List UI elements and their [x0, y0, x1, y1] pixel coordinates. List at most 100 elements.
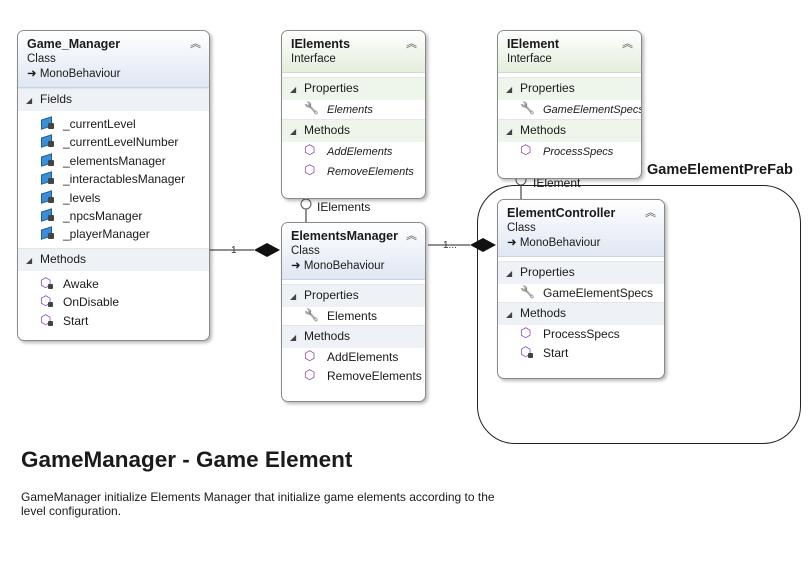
method-item[interactable]: AddElements — [282, 141, 425, 161]
property-item[interactable]: GameElementSpecs — [498, 283, 664, 302]
diagram-heading: GameManager - Game Element — [21, 447, 353, 472]
methods-section-header[interactable]: ◢ Methods — [498, 119, 641, 143]
collapse-triangle-icon[interactable]: ◢ — [506, 269, 513, 278]
section-label: Properties — [304, 288, 359, 302]
double-chevron-up-icon[interactable]: ︽ — [645, 207, 656, 219]
section-label: Fields — [40, 92, 73, 106]
method-item[interactable]: ProcessSpecs — [498, 324, 664, 343]
prefab-container-label: GameElementPreFab — [647, 162, 793, 178]
em-ec-multiplicity: 1... — [443, 240, 457, 251]
property-item[interactable]: Elements — [282, 306, 425, 325]
interface-kind: Interface — [507, 53, 552, 65]
interface-title: IElements — [291, 37, 351, 51]
method-item[interactable]: AddElements — [282, 347, 425, 366]
method-name: AddElements — [327, 350, 399, 365]
collapse-triangle-icon[interactable]: ◢ — [26, 255, 33, 265]
method-icon — [40, 274, 54, 292]
section-label: Methods — [520, 123, 567, 138]
collapse-triangle-icon[interactable]: ◢ — [26, 96, 33, 105]
property-wrench-icon — [304, 99, 319, 117]
section-label: Methods — [40, 251, 87, 266]
method-icon — [40, 292, 54, 311]
ielements-lollipop-circle — [300, 198, 312, 210]
class-header: ElementsManager Class ➜ MonoBehaviour ︽ — [282, 223, 425, 280]
field-item[interactable]: _currentLevelNumber — [18, 133, 209, 151]
field-name: _playerManager — [63, 227, 150, 242]
collapse-triangle-icon[interactable]: ◢ — [290, 292, 297, 301]
methods-section-header[interactable]: ◢ Methods — [18, 247, 209, 271]
method-name: Awake — [63, 276, 99, 291]
field-icon — [40, 172, 54, 185]
class-kind: Class — [507, 222, 536, 234]
collapse-triangle-icon[interactable]: ◢ — [506, 310, 513, 320]
collapse-triangle-icon[interactable]: ◢ — [290, 85, 297, 94]
ielement-interface-box[interactable]: IElement Interface ︽ ◢Properties GameEle… — [497, 30, 642, 179]
method-item[interactable]: Awake — [18, 274, 209, 293]
inheritance-arrow-icon: ➜ — [507, 237, 517, 249]
method-item[interactable]: Start — [18, 311, 209, 330]
method-name: ProcessSpecs — [543, 327, 620, 342]
field-item[interactable]: _currentLevel — [18, 115, 209, 133]
inheritance-arrow-icon: ➜ — [27, 68, 37, 80]
properties-section-header[interactable]: ◢ Properties — [282, 284, 425, 307]
game-manager-class-box[interactable]: Game_Manager Class ➜ MonoBehaviour ︽ ◢ Fi… — [17, 30, 210, 341]
double-chevron-up-icon[interactable]: ︽ — [190, 38, 201, 50]
field-item[interactable]: _playerManager — [18, 225, 209, 243]
method-name: OnDisable — [63, 295, 120, 310]
method-icon — [40, 311, 54, 329]
properties-section-header[interactable]: ◢ Properties — [498, 261, 664, 284]
collapse-triangle-icon[interactable]: ◢ — [506, 85, 513, 94]
field-icon — [40, 227, 54, 240]
element-controller-class-box[interactable]: ElementController Class ➜ MonoBehaviour … — [497, 199, 665, 379]
field-item[interactable]: _levels — [18, 189, 209, 207]
method-item[interactable]: Start — [498, 343, 664, 362]
interface-header: IElements Interface ︽ — [282, 31, 425, 73]
section-label: Methods — [304, 123, 351, 138]
field-item[interactable]: _npcsManager — [18, 207, 209, 225]
method-icon — [520, 141, 534, 159]
field-item[interactable]: _elementsManager — [18, 152, 209, 170]
class-header: Game_Manager Class ➜ MonoBehaviour ︽ — [18, 31, 209, 88]
field-name: _npcsManager — [63, 209, 143, 224]
base-class-name: MonoBehaviour — [519, 237, 601, 249]
section-label: Methods — [304, 329, 351, 344]
method-item[interactable]: ProcessSpecs — [498, 141, 641, 161]
field-item[interactable]: _interactablesManager — [18, 170, 209, 188]
method-name: Start — [63, 313, 89, 328]
property-name: Elements — [327, 309, 378, 323]
collapse-triangle-icon[interactable]: ◢ — [290, 127, 297, 137]
property-wrench-icon — [520, 283, 535, 301]
properties-section-header[interactable]: ◢Properties — [498, 77, 641, 100]
property-wrench-icon — [304, 306, 319, 324]
elements-manager-class-box[interactable]: ElementsManager Class ➜ MonoBehaviour ︽ … — [281, 222, 426, 402]
method-item[interactable]: RemoveElements — [282, 161, 425, 181]
section-label: Properties — [520, 265, 575, 279]
inheritance-arrow-icon: ➜ — [291, 260, 301, 272]
method-icon — [304, 161, 318, 179]
method-item[interactable]: OnDisable — [18, 292, 209, 311]
property-item[interactable]: GameElementSpecs — [498, 99, 642, 119]
class-title: ElementController — [507, 206, 616, 220]
class-kind: Class — [291, 245, 320, 257]
methods-section-header[interactable]: ◢ Methods — [498, 302, 664, 326]
fields-section-header[interactable]: ◢ Fields — [18, 88, 209, 111]
base-class: ➜ MonoBehaviour — [507, 236, 655, 251]
property-item[interactable]: Elements — [282, 99, 425, 119]
field-icon — [40, 209, 54, 222]
double-chevron-up-icon[interactable]: ︽ — [406, 230, 417, 242]
method-item[interactable]: RemoveElements — [282, 366, 425, 385]
section-label: Properties — [304, 81, 359, 95]
field-icon — [40, 117, 54, 129]
properties-section-header[interactable]: ◢ Properties — [282, 77, 425, 100]
methods-section-header[interactable]: ◢ Methods — [282, 325, 425, 349]
double-chevron-up-icon[interactable]: ︽ — [622, 38, 633, 50]
methods-section-header[interactable]: ◢ Methods — [282, 119, 425, 143]
collapse-triangle-icon[interactable]: ◢ — [290, 333, 297, 343]
section-label: Methods — [520, 306, 567, 321]
collapse-triangle-icon[interactable]: ◢ — [506, 127, 513, 137]
em-ec-composition-diamond — [470, 238, 496, 252]
method-icon — [520, 324, 534, 342]
property-name: GameElementSpecs — [543, 104, 642, 116]
double-chevron-up-icon[interactable]: ︽ — [406, 38, 417, 50]
ielements-interface-box[interactable]: IElements Interface ︽ ◢ Properties Elemen… — [281, 30, 426, 199]
